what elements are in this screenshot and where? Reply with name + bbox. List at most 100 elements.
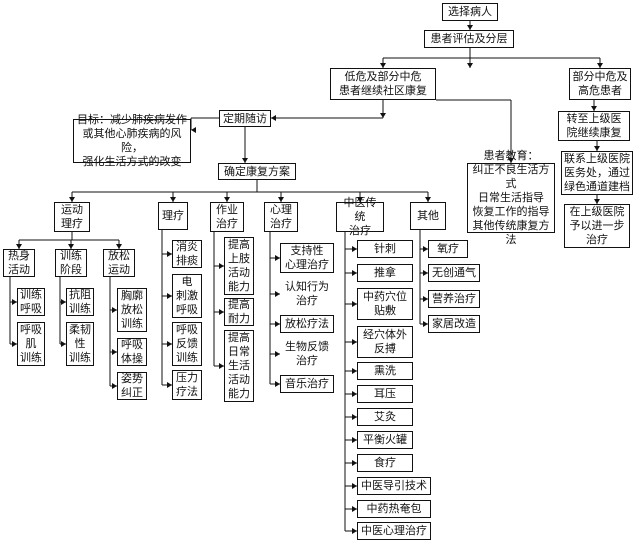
connector-arrow <box>423 321 428 327</box>
biofeedback-label: 生物反馈 治疗 <box>285 340 329 367</box>
connector-arrow <box>167 251 172 257</box>
connector-arrow <box>191 127 196 133</box>
breath-gym-box: 呼吸 体操 <box>117 338 147 366</box>
cupping-box: 平衡火罐 <box>357 431 413 449</box>
connector-arrow <box>352 460 357 466</box>
flexibility-box: 柔韧 性 训练 <box>66 322 94 366</box>
connector-arrow <box>425 197 431 202</box>
low-mid-risk-box: 低危及部分中危 患者继续社区康复 <box>330 68 436 100</box>
connector-arrow <box>167 293 172 299</box>
physiotherapy-box: 理疗 <box>158 202 188 230</box>
connector-arrow <box>352 270 357 276</box>
training-stage-box: 训练 阶段 <box>55 249 87 277</box>
connector-arrow <box>271 115 276 121</box>
connector-arrow <box>352 391 357 397</box>
connector-arrow <box>591 106 597 111</box>
education-box: 患者教育： 纠正不良生活方式 日常生活指导 恢复工作的指导 其他传统康复方法 <box>467 149 555 246</box>
connector-arrow <box>352 246 357 252</box>
connector-arrow <box>352 506 357 512</box>
further-treatment-box: 在上级医院 予以进一步 治疗 <box>564 204 630 248</box>
connector-arrow <box>423 270 428 276</box>
high-risk-box: 部分中危及 高危患者 <box>569 68 631 100</box>
connector-arrow <box>61 299 66 305</box>
connector-arrow <box>278 197 284 202</box>
tcm-therapy-box: 中医传统 治疗 <box>336 196 384 237</box>
nutrition-therapy-box: 营养治疗 <box>428 290 480 308</box>
daily-living-box: 提高 日常 生活 活动 能力 <box>224 330 254 402</box>
connector-arrow <box>594 199 600 204</box>
upper-limb-box: 提高 上肢 活动 能力 <box>224 237 254 295</box>
connector-arrow <box>352 414 357 420</box>
connector-arrow <box>352 368 357 374</box>
connector-arrow <box>242 158 248 163</box>
connector-arrow <box>219 309 224 315</box>
acupuncture-box: 针刺 <box>357 240 413 258</box>
connector-arrow <box>275 321 280 327</box>
home-modification-box: 家居改造 <box>428 315 480 333</box>
connector-arrow <box>380 63 386 68</box>
train-breath-box: 训练 呼吸 <box>17 288 45 316</box>
connector-arrow <box>597 63 603 68</box>
fumigation-box: 熏洗 <box>357 362 413 380</box>
herbal-pack-box: 中药热奄包 <box>357 500 431 518</box>
connector-arrow <box>69 197 75 202</box>
connector-arrow <box>275 381 280 387</box>
connector-arrow <box>275 291 280 297</box>
resp-muscle-box: 呼吸 肌 训练 <box>17 322 45 366</box>
endurance-box: 提高 耐力 <box>224 298 254 326</box>
tcm-psych-box: 中医心理治疗 <box>357 522 431 540</box>
goal-box: 目标：减少肺疾病发作 或其他心肺疾病的风险， 强化生活方式的改变 <box>73 113 191 168</box>
connector-arrow <box>352 437 357 443</box>
bio-breath-box: 呼吸 反馈 训练 <box>172 322 202 366</box>
music-therapy-box: 音乐治疗 <box>280 375 334 393</box>
exercise-therapy-box: 运动 理疗 <box>54 202 90 232</box>
connector-arrow <box>167 341 172 347</box>
connector-arrow <box>219 363 224 369</box>
connector-arrow <box>68 244 74 249</box>
cognitive-behavior-label: 认知行为 治疗 <box>285 280 329 307</box>
pressure-box: 压力 疗法 <box>172 370 202 400</box>
connector-arrow <box>508 158 514 163</box>
connector-arrow <box>357 197 363 202</box>
contact-hospital-box: 联系上级医院 医务处，通过 绿色通道建档 <box>561 151 633 195</box>
connector-arrow <box>224 197 230 202</box>
acupoint-box: 中药穴位 贴敷 <box>357 288 413 320</box>
plan-box: 确定康复方案 <box>218 163 296 180</box>
connector-arrow <box>12 299 17 305</box>
connector-arrow <box>594 146 600 151</box>
connector-arrow <box>467 63 473 68</box>
connector-arrow <box>16 244 22 249</box>
psych-therapy-box: 心理 治疗 <box>264 202 298 232</box>
connector-arrow <box>352 528 357 534</box>
connector-arrow <box>467 25 473 30</box>
ecp-box: 经穴体外 反搏 <box>357 326 413 358</box>
connector-arrow <box>423 296 428 302</box>
connector-arrow <box>12 341 17 347</box>
connector-arrow <box>352 339 357 345</box>
warmup-activity-box: 热身 活动 <box>3 249 35 277</box>
noninvasive-vent-box: 无创通气 <box>428 264 480 282</box>
posture-box: 姿势 纠正 <box>117 372 147 400</box>
occupational-therapy-box: 作业 治疗 <box>210 202 244 232</box>
connector-arrow <box>170 197 176 202</box>
connector-arrow <box>112 349 117 355</box>
other-therapy-box: 其他 <box>410 202 446 230</box>
relaxation-therapy-box: 放松疗法 <box>280 315 334 333</box>
connector-arrow <box>219 263 224 269</box>
anti-inflam-box: 消炎 排痰 <box>172 240 202 268</box>
connector-arrow <box>352 301 357 307</box>
connector-arrow <box>352 483 357 489</box>
ear-press-box: 耳压 <box>357 385 413 403</box>
connector-arrow <box>380 113 386 118</box>
resistance-box: 抗阻 训练 <box>66 288 94 316</box>
diet-therapy-box: 食疗 <box>357 454 413 472</box>
electro-breath-box: 电 刺激 呼吸 <box>172 274 202 318</box>
moxibustion-box: 艾灸 <box>357 408 413 426</box>
tcm-guidance-box: 中医导引技术 <box>357 477 431 495</box>
chest-relax-box: 胸廓 放松 训练 <box>117 288 147 332</box>
relax-exercise-box: 放松 运动 <box>103 249 135 277</box>
connector-arrow <box>275 255 280 261</box>
connector-arrow <box>61 341 66 347</box>
supportive-psych-box: 支持性 心理治疗 <box>280 243 334 273</box>
